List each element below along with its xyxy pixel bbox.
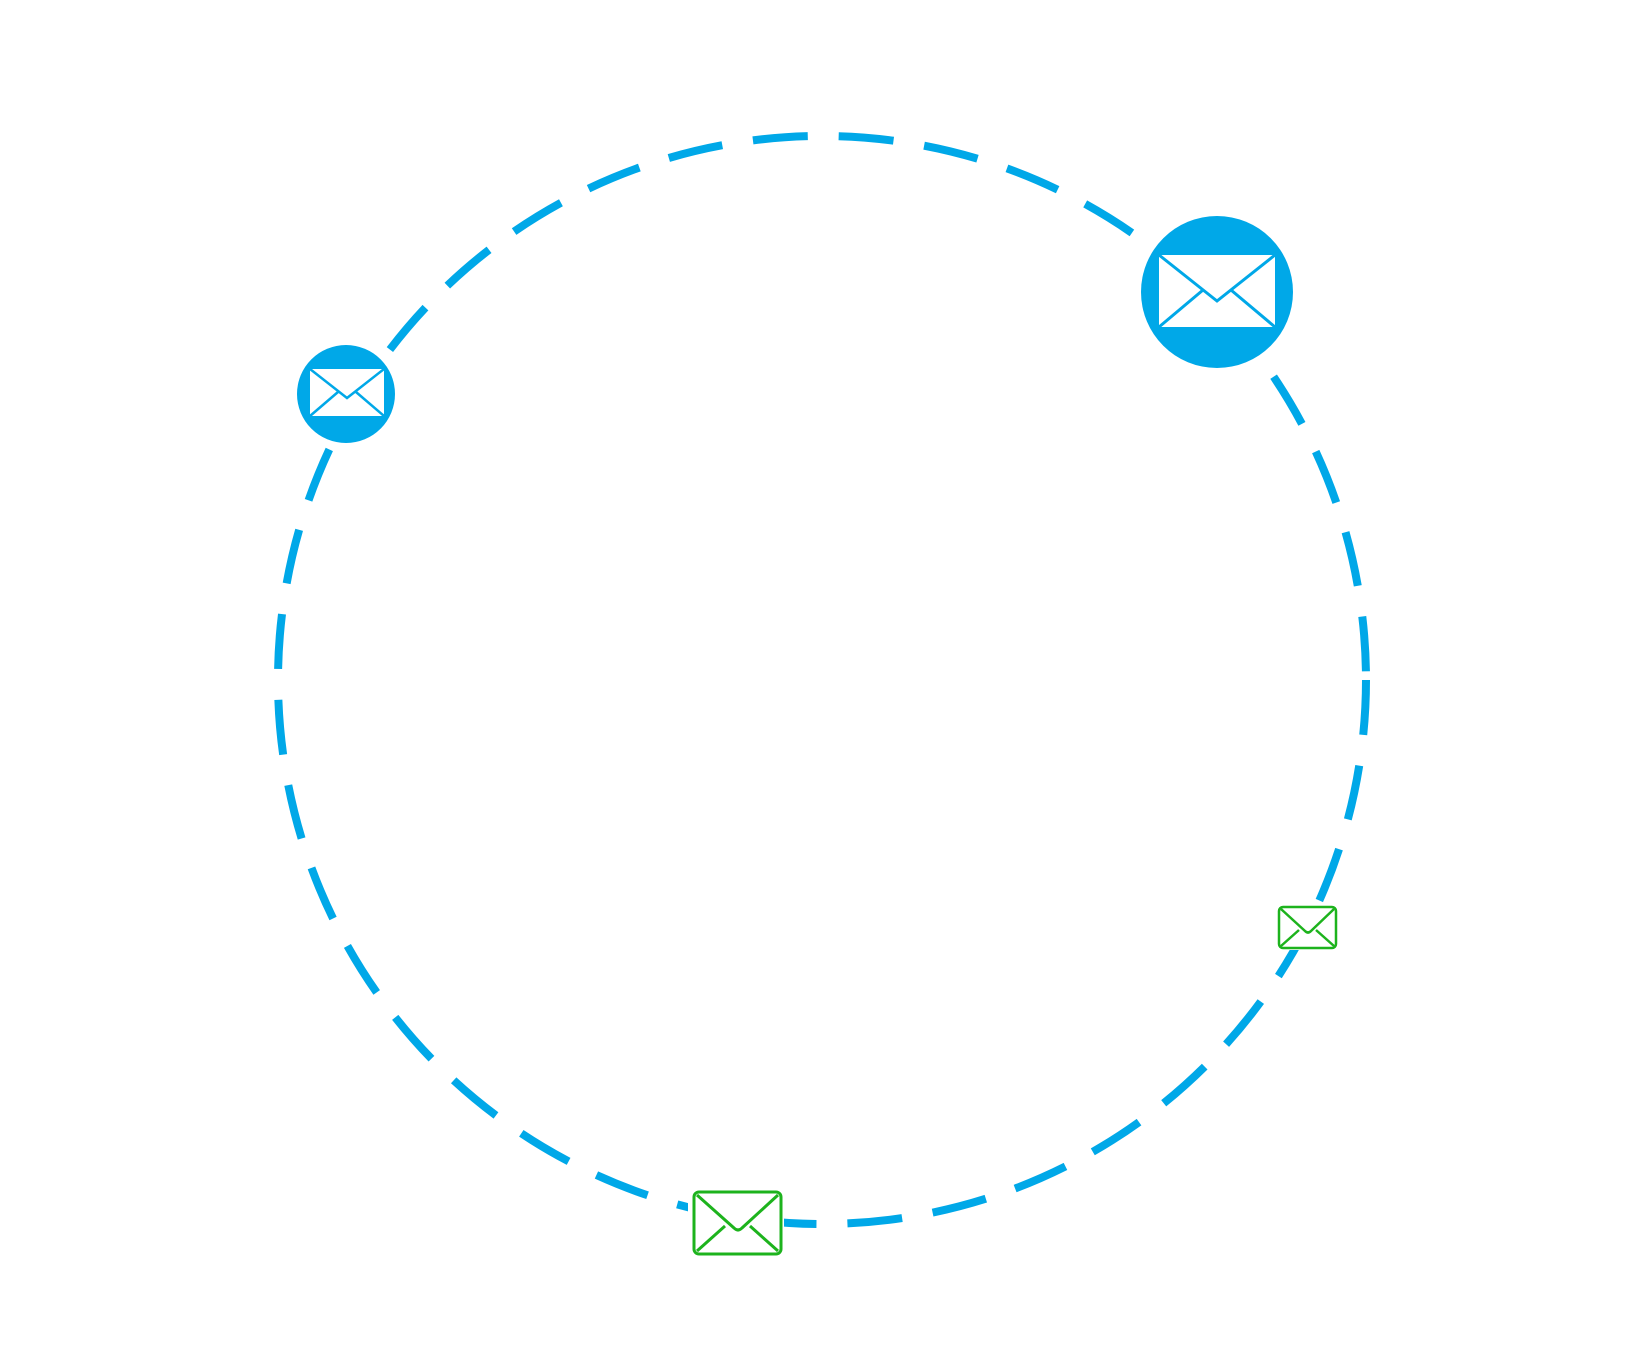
mail-icon [1158, 253, 1276, 329]
small-blue-mail-node[interactable] [297, 345, 395, 443]
mail-icon [692, 1190, 783, 1256]
large-blue-mail-node[interactable] [1141, 216, 1293, 368]
dashed-orbit-ring [274, 132, 1370, 1228]
mail-icon [1277, 905, 1338, 950]
mail-icon [309, 368, 385, 417]
small-green-mail-node[interactable] [1276, 904, 1338, 950]
bottom-green-mail-node[interactable] [688, 1186, 784, 1258]
